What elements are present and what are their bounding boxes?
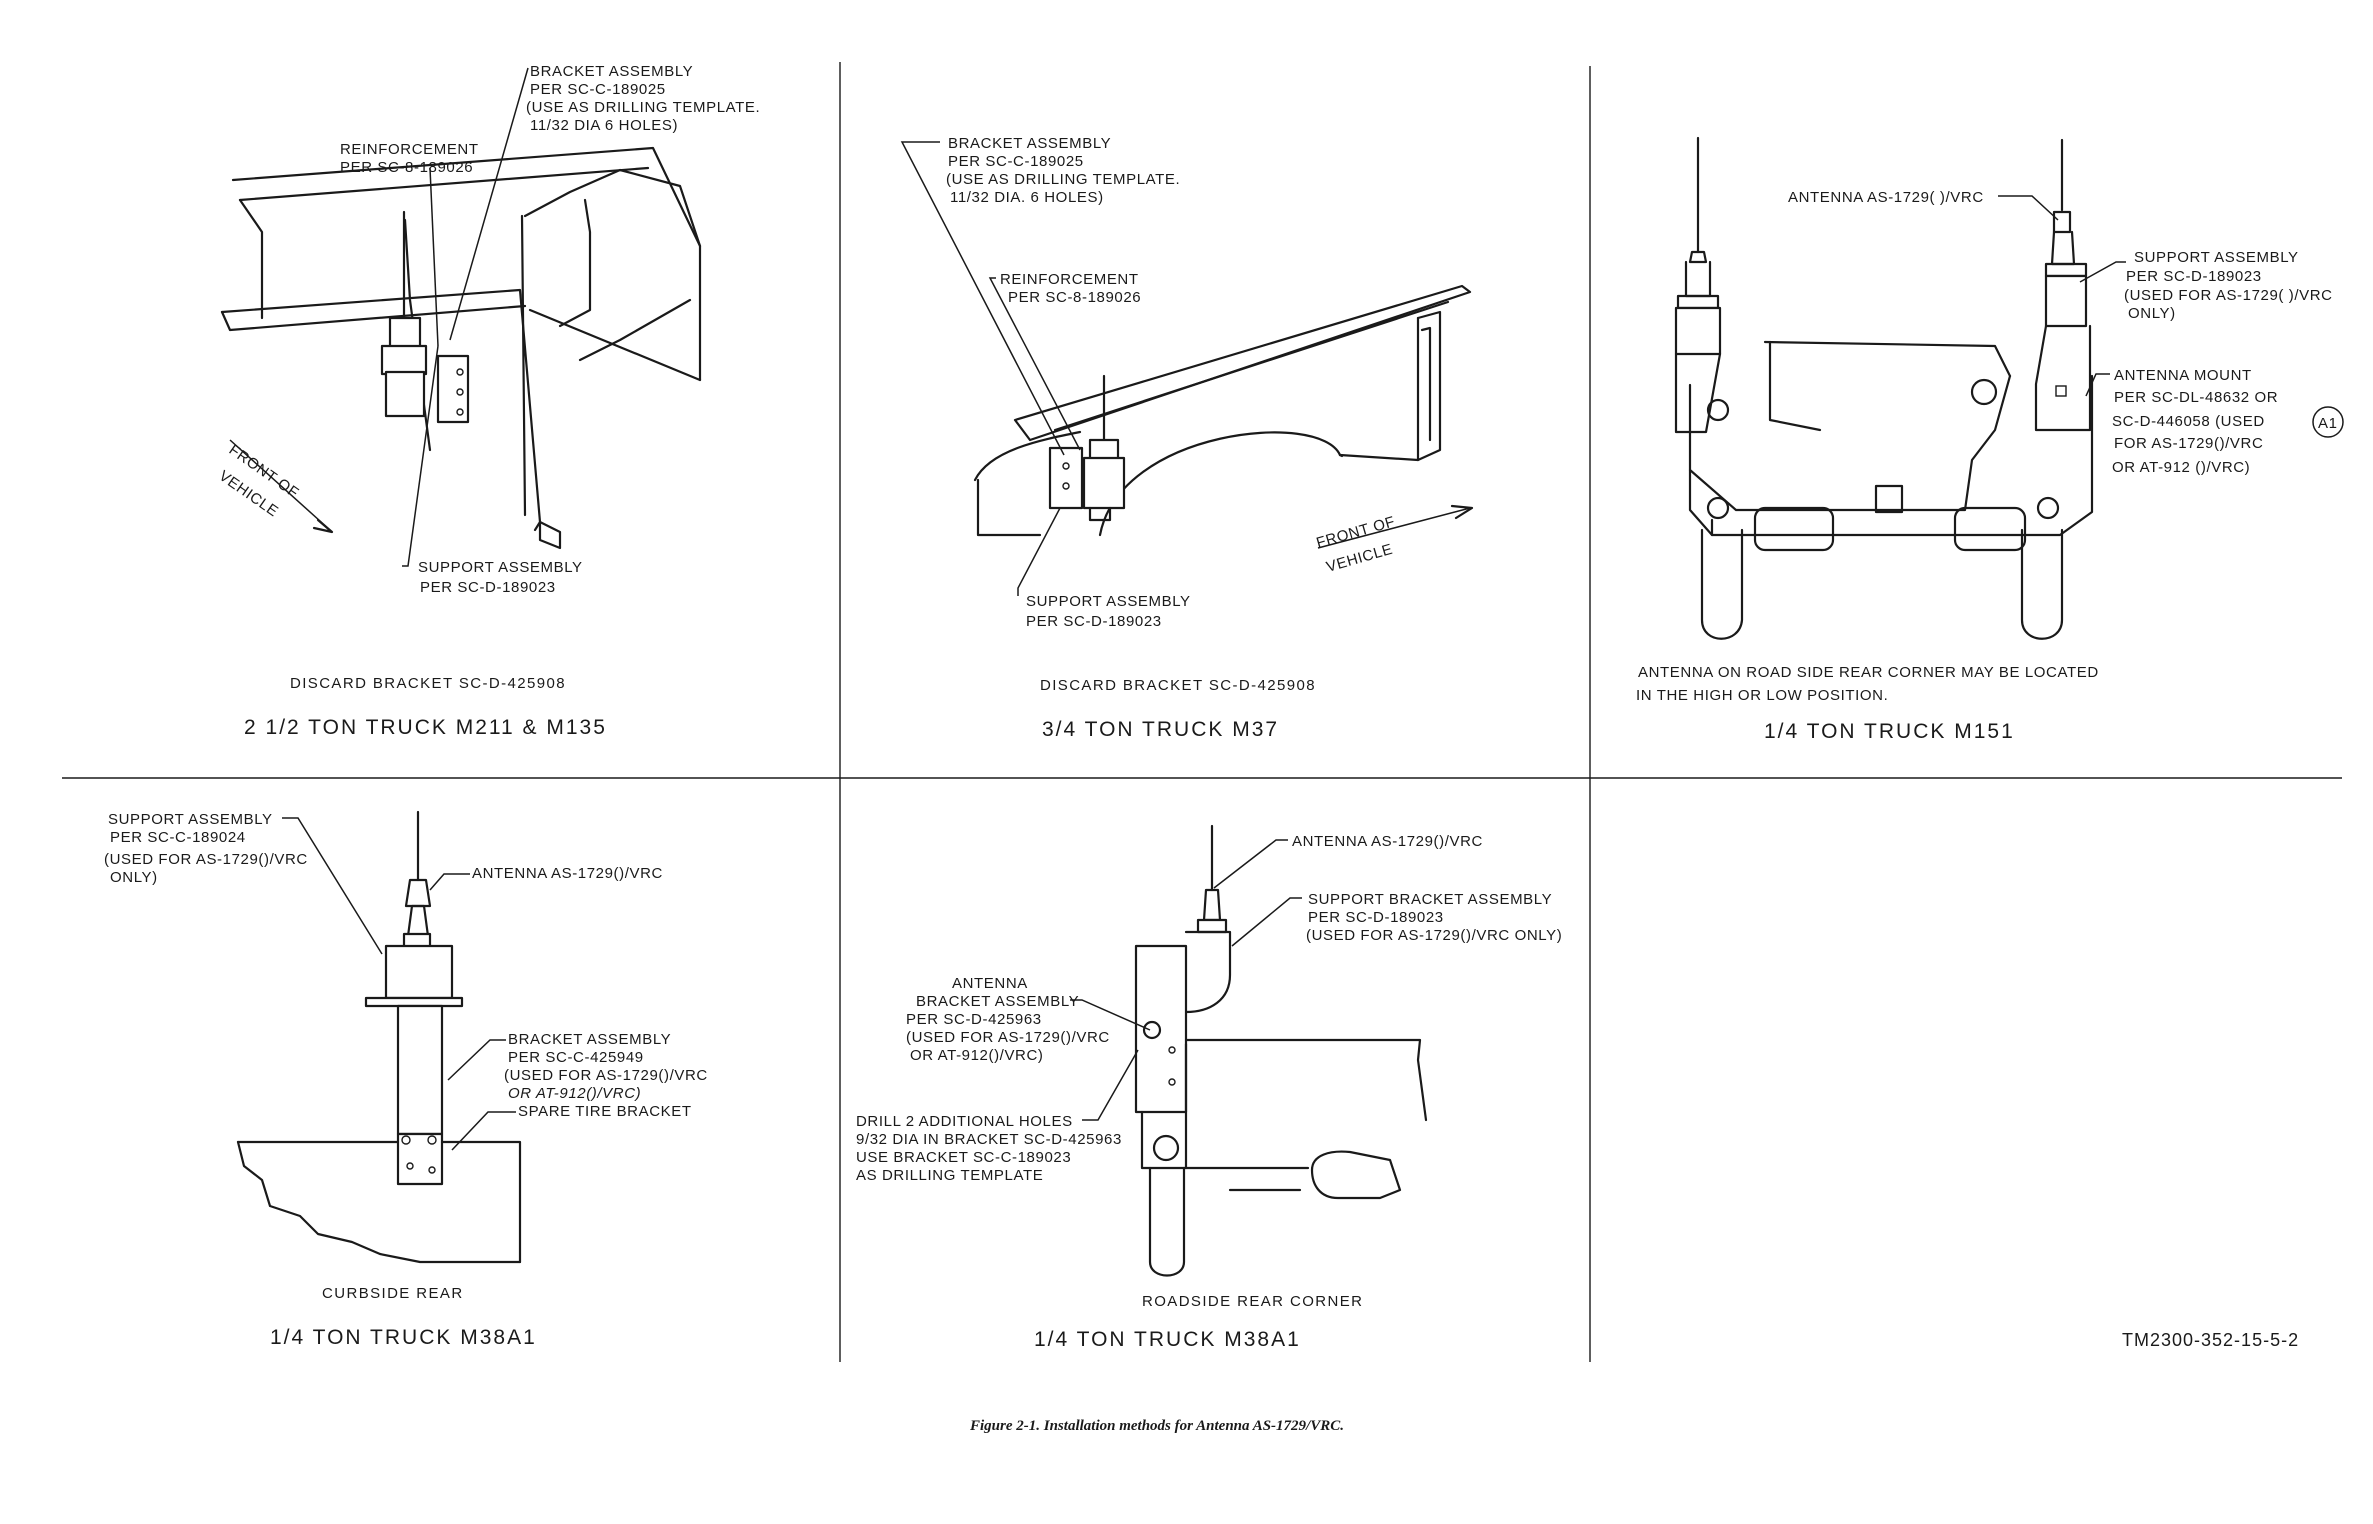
road-side-note-line-1: ANTENNA ON ROAD SIDE REAR CORNER MAY BE … — [1638, 664, 2099, 681]
support-callout-line-2: PER SC-D-189023 — [2126, 268, 2262, 285]
reinforcement-callout-line-1: REINFORCEMENT — [1000, 271, 1139, 288]
mount-callout-line-1: ANTENNA MOUNT — [2114, 367, 2252, 384]
bracket-callout-line-4: OR AT-912()/VRC) — [508, 1085, 641, 1102]
antenna-callout: ANTENNA AS-1729( )/VRC — [1788, 189, 1984, 206]
bracket-callout-line-1: BRACKET ASSEMBLY — [530, 63, 693, 80]
truck-body-drawing — [220, 146, 702, 550]
callout-leaders — [282, 817, 516, 1151]
vehicle-rear-drawing — [1688, 340, 2094, 640]
support-callout-line-2: PER SC-D-189023 — [420, 579, 556, 596]
support-callout-line-1: SUPPORT ASSEMBLY — [2134, 249, 2299, 266]
support-callout-line-1: SUPPORT ASSEMBLY — [108, 811, 273, 828]
callout-leaders — [900, 141, 1474, 596]
antenna-callout: ANTENNA AS-1729()/VRC — [472, 865, 663, 882]
discard-note: DISCARD BRACKET SC-D-425908 — [1040, 677, 1316, 694]
bracket-callout-line-2: PER SC-C-189025 — [948, 153, 1084, 170]
support-callout-line-1: SUPPORT ASSEMBLY — [418, 559, 583, 576]
support-callout-line-4: ONLY) — [2128, 305, 2176, 322]
rear-corner-drawing — [1134, 824, 1428, 1277]
bracket-callout-line-4: 11/32 DIA. 6 HOLES) — [950, 189, 1104, 206]
sub-caption: ROADSIDE REAR CORNER — [1142, 1293, 1363, 1310]
road-side-note-line-2: IN THE HIGH OR LOW POSITION. — [1636, 687, 1888, 704]
sub-caption: CURBSIDE REAR — [322, 1285, 464, 1302]
panel-m37: BRACKET ASSEMBLY PER SC-C-189025 (USE AS… — [900, 135, 1474, 741]
bracket-callout-line-1: BRACKET ASSEMBLY — [508, 1031, 671, 1048]
mount-callout-line-3: SC-D-446058 (USED — [2112, 413, 2265, 430]
reinforcement-callout-line-1: REINFORCEMENT — [340, 141, 479, 158]
panel-grid — [62, 62, 2342, 1362]
revision-mark: A1 — [2318, 415, 2338, 432]
panel-m38a1-roadside: ANTENNA AS-1729()/VRC SUPPORT BRACKET AS… — [856, 824, 1562, 1351]
panel-m38a1-curbside: SUPPORT ASSEMBLY PER SC-C-189024 (USED F… — [104, 810, 708, 1349]
reinforcement-callout-line-2: PER SC-8-189026 — [340, 159, 473, 176]
drill-callout-line-4: AS DRILLING TEMPLATE — [856, 1167, 1043, 1184]
callout-leaders — [1070, 839, 1302, 1121]
panel-m151: ANTENNA AS-1729( )/VRC SUPPORT ASSEMBLY … — [1636, 136, 2344, 743]
drill-callout-line-2: 9/32 DIA IN BRACKET SC-D-425963 — [856, 1131, 1122, 1148]
panel-m211-m135: BRACKET ASSEMBLY PER SC-C-189025 (USE AS… — [216, 63, 760, 739]
bracket-callout-line-3: PER SC-D-425963 — [906, 1011, 1042, 1028]
support-callout-line-2: PER SC-D-189023 — [1026, 613, 1162, 630]
drawing-number: TM2300-352-15-5-2 — [2122, 1330, 2299, 1350]
support-callout-line-3: (USED FOR AS-1729()/VRC ONLY) — [1306, 927, 1562, 944]
bracket-callout-line-3: (USE AS DRILLING TEMPLATE. — [526, 99, 760, 116]
antenna-mount-drawing — [1048, 374, 1126, 522]
drill-callout-line-3: USE BRACKET SC-C-189023 — [856, 1149, 1071, 1166]
bracket-callout-line-2: PER SC-C-189025 — [530, 81, 666, 98]
callout-leaders — [229, 67, 529, 567]
panel-caption: 1/4 TON TRUCK M38A1 — [1034, 1328, 1301, 1351]
spare-tire-callout: SPARE TIRE BRACKET — [518, 1103, 692, 1120]
spare-tire-mount-drawing — [236, 810, 522, 1264]
drill-callout-line-1: DRILL 2 ADDITIONAL HOLES — [856, 1113, 1073, 1130]
mount-callout-line-4: FOR AS-1729()/VRC — [2114, 435, 2263, 452]
antenna-right-drawing — [2034, 138, 2092, 432]
antenna-callout: ANTENNA AS-1729()/VRC — [1292, 833, 1483, 850]
figure-caption: Figure 2-1. Installation methods for Ant… — [969, 1418, 1344, 1434]
bracket-callout-line-2: BRACKET ASSEMBLY — [916, 993, 1079, 1010]
panel-caption: 1/4 TON TRUCK M38A1 — [270, 1326, 537, 1349]
bracket-callout-line-5: OR AT-912()/VRC) — [910, 1047, 1044, 1064]
panel-caption: 1/4 TON TRUCK M151 — [1764, 720, 2015, 743]
bracket-callout-line-3: (USE AS DRILLING TEMPLATE. — [946, 171, 1180, 188]
support-callout-line-4: ONLY) — [110, 869, 158, 886]
support-callout-line-2: PER SC-C-189024 — [110, 829, 246, 846]
mount-callout-line-2: PER SC-DL-48632 OR — [2114, 389, 2278, 406]
support-callout-line-1: SUPPORT ASSEMBLY — [1026, 593, 1191, 610]
support-callout-line-1: SUPPORT BRACKET ASSEMBLY — [1308, 891, 1552, 908]
reinforcement-callout-line-2: PER SC-8-189026 — [1008, 289, 1141, 306]
support-callout-line-3: (USED FOR AS-1729( )/VRC — [2124, 287, 2333, 304]
bracket-callout-line-2: PER SC-C-425949 — [508, 1049, 644, 1066]
bracket-callout-line-4: 11/32 DIA 6 HOLES) — [530, 117, 678, 134]
bracket-callout-line-1: ANTENNA — [952, 975, 1028, 992]
mount-callout-line-5: OR AT-912 ()/VRC) — [2112, 459, 2250, 476]
panel-caption: 3/4 TON TRUCK M37 — [1042, 718, 1279, 741]
discard-note: DISCARD BRACKET SC-D-425908 — [290, 675, 566, 692]
antenna-left-drawing — [1674, 136, 1730, 434]
support-callout-line-3: (USED FOR AS-1729()/VRC — [104, 851, 308, 868]
bracket-callout-line-4: (USED FOR AS-1729()/VRC — [906, 1029, 1110, 1046]
bracket-callout-line-3: (USED FOR AS-1729()/VRC — [504, 1067, 708, 1084]
panel-caption: 2 1/2 TON TRUCK M211 & M135 — [244, 716, 607, 739]
support-callout-line-2: PER SC-D-189023 — [1308, 909, 1444, 926]
antenna-mount-drawing — [380, 210, 470, 424]
callout-leaders — [1998, 195, 2344, 438]
bracket-callout-line-1: BRACKET ASSEMBLY — [948, 135, 1111, 152]
